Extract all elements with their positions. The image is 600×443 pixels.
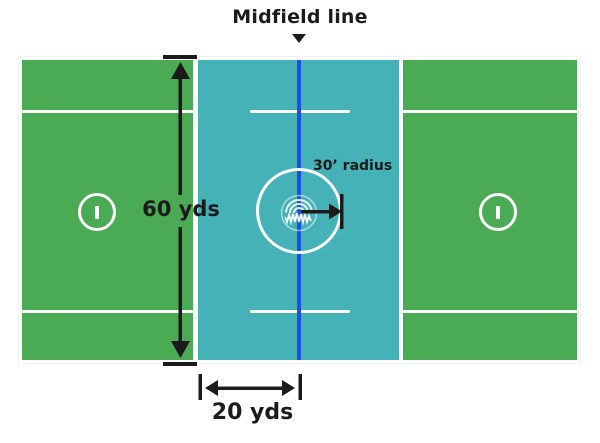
field <box>19 57 580 363</box>
width-right-tick <box>298 374 302 400</box>
radius-label: 30’ radius <box>313 158 393 174</box>
width-arrowhead-left-icon <box>205 380 218 396</box>
restraining-line-right-top <box>403 110 577 113</box>
goal-icon <box>496 205 500 219</box>
width-arrowhead-right-icon <box>282 380 295 396</box>
goal-icon <box>95 205 99 219</box>
restraining-line-right-bottom <box>403 310 577 313</box>
goal-crease-right <box>479 193 517 231</box>
midfield-width-label: 20 yds <box>211 400 294 425</box>
restraining-line-left-top <box>22 110 193 113</box>
goal-crease-left <box>78 193 116 231</box>
center-logo-emblem-icon <box>280 194 318 232</box>
restraining-line-left-bottom <box>22 310 193 313</box>
midfield-pointer-icon <box>292 34 306 43</box>
field-length-label: 60 yds <box>142 197 220 221</box>
width-arrow-line <box>217 386 283 390</box>
midfield-line-label: Midfield line <box>232 6 368 28</box>
width-left-tick <box>198 374 202 400</box>
